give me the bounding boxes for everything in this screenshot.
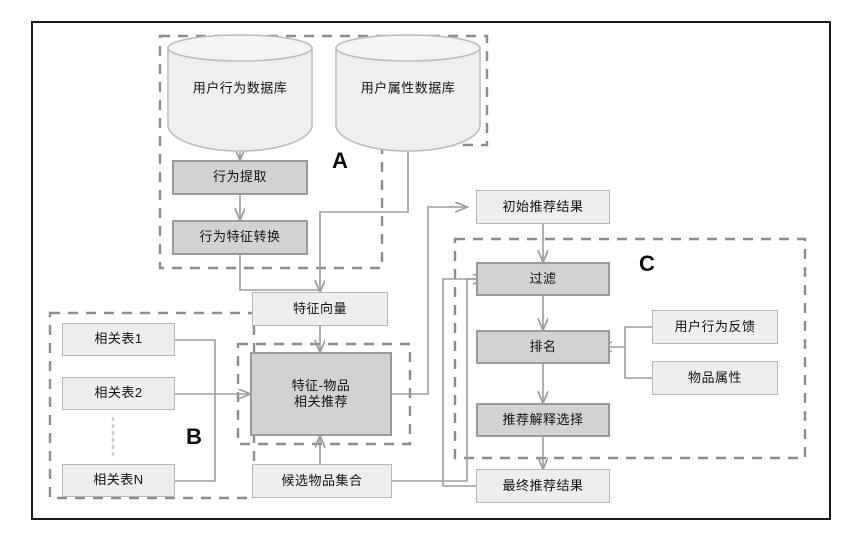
- group-label-a: A: [332, 148, 348, 173]
- node-feature-item-recommend[interactable]: 特征-物品 相关推荐: [250, 352, 392, 436]
- user-attribute-db-label: 用户属性数据库: [360, 80, 456, 95]
- node-behavior-feature-transform[interactable]: 行为特征转换: [172, 220, 308, 255]
- node-relation-table-n[interactable]: 相关表N: [62, 464, 175, 497]
- node-final-recommend-result[interactable]: 最终推荐结果: [476, 469, 610, 503]
- feature-item-recommend-line1: 特征-物品: [291, 377, 351, 393]
- user-attribute-db: 用户属性数据库: [336, 35, 480, 138]
- node-feature-vector[interactable]: 特征向量: [252, 292, 388, 326]
- node-user-behavior-feedback[interactable]: 用户行为反馈: [652, 310, 778, 344]
- node-relation-table-2[interactable]: 相关表2: [62, 377, 175, 410]
- group-label-c: C: [639, 251, 655, 276]
- node-filter[interactable]: 过滤: [476, 262, 610, 296]
- feature-item-recommend-line2: 相关推荐: [293, 394, 348, 409]
- user-behavior-db: 用户行为数据库: [168, 35, 312, 138]
- user-behavior-db-label: 用户行为数据库: [192, 80, 288, 95]
- node-ranking[interactable]: 排名: [476, 330, 610, 364]
- group-label-b: B: [186, 424, 202, 449]
- node-relation-table-1[interactable]: 相关表1: [62, 323, 175, 356]
- node-initial-recommend-result[interactable]: 初始推荐结果: [476, 190, 610, 224]
- node-candidate-item-set[interactable]: 候选物品集合: [252, 464, 392, 498]
- node-recommend-explanation-select[interactable]: 推荐解释选择: [476, 403, 610, 437]
- node-behavior-extraction[interactable]: 行为提取: [172, 160, 308, 195]
- node-item-attribute[interactable]: 物品属性: [652, 361, 778, 395]
